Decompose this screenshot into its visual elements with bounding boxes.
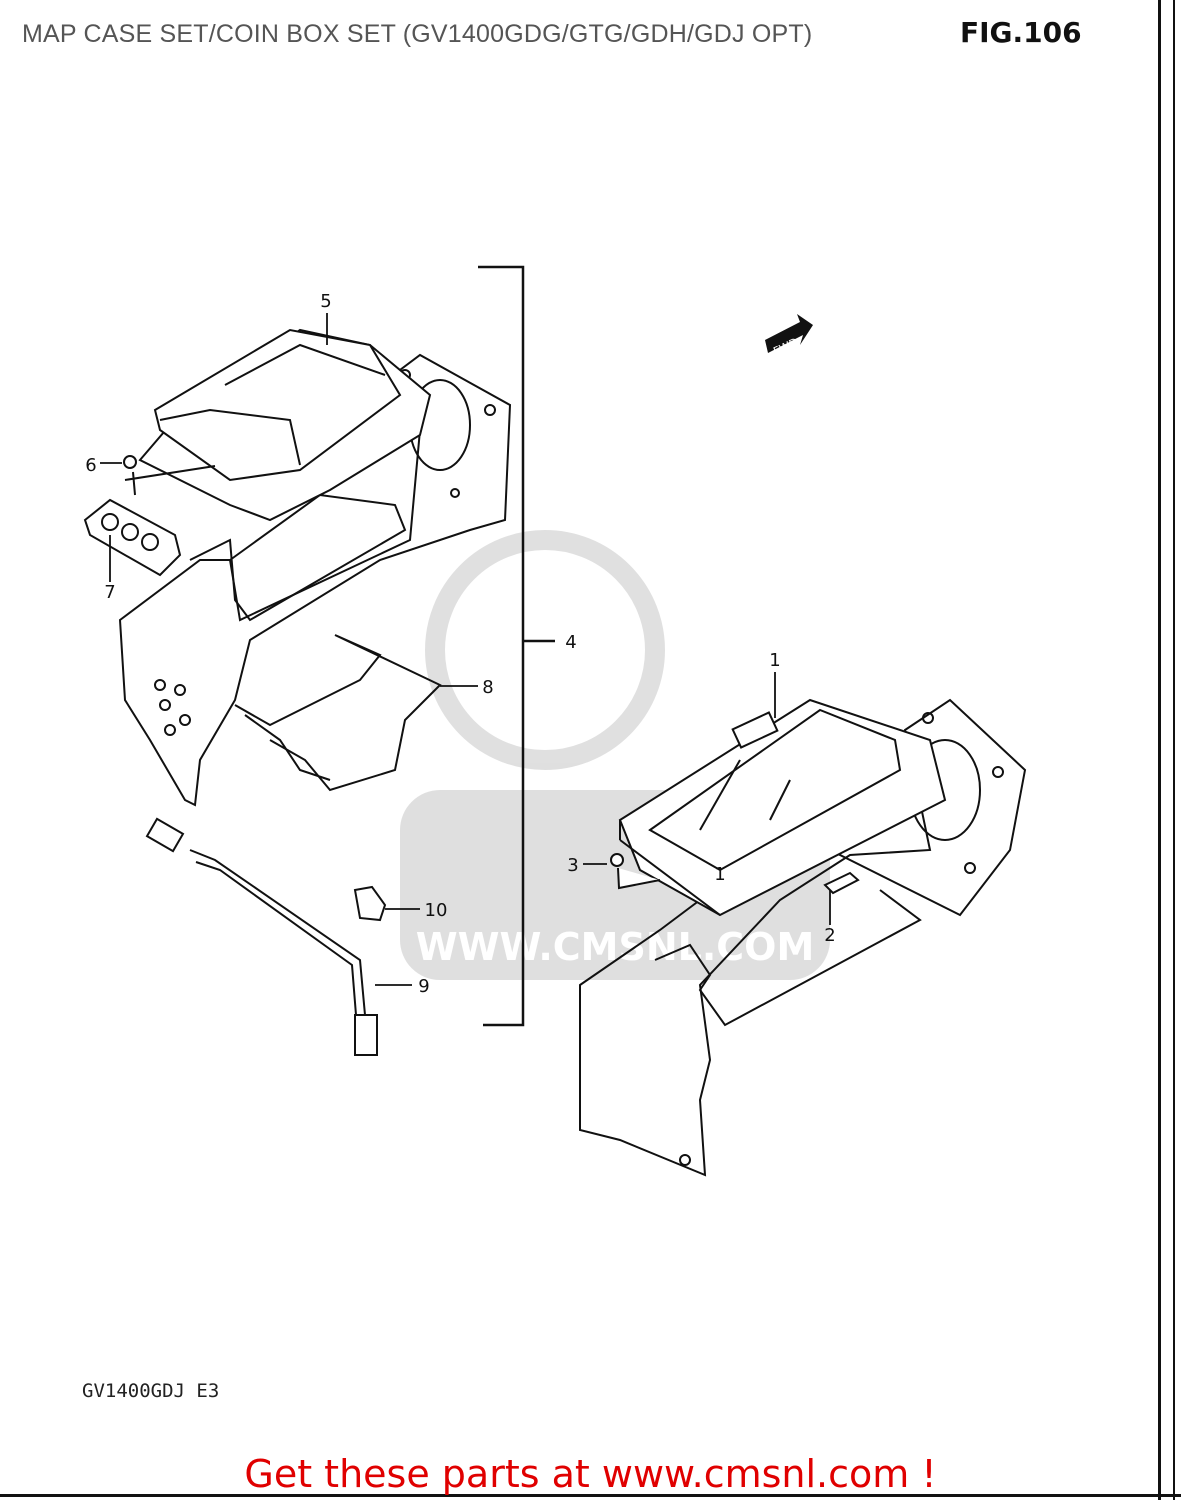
page-frame-bottom [0,1494,1181,1497]
coin-box [618,698,947,917]
callout-2: 2 [824,925,835,946]
callout-7: 7 [104,582,115,603]
part-8-bracket [234,634,442,792]
footer-link[interactable]: Get these parts at www.cmsnl.com ! [244,1452,937,1496]
callout-1-secondary: 1 [714,864,725,885]
part-7-holder [83,498,182,577]
callout-3: 3 [567,855,578,876]
part-3-screw [610,853,661,890]
callout-1: 1 [769,650,780,671]
callout-4: 4 [565,632,576,653]
page-title: MAP CASE SET/COIN BOX SET (GV1400GDG/GTG… [22,20,813,48]
callout-5: 5 [320,291,331,312]
map-case [138,328,432,522]
callout-10: 10 [425,900,448,921]
part-10-clip [353,885,387,922]
callout-8: 8 [482,677,493,698]
part-6-screw [123,455,216,496]
page-frame-right [1158,0,1175,1500]
callout-9: 9 [418,976,429,997]
callout-6: 6 [85,455,96,476]
figure-label: FIG.106 [960,16,1082,49]
forward-arrow-icon: FWD [765,314,813,358]
set-bracket [478,265,555,1027]
model-code: GV1400GDJ E3 [82,1380,220,1402]
leader-lines [100,313,831,986]
part-9-cable [145,817,378,1056]
watermark-text: WWW.CMSNL.COM [416,925,815,969]
